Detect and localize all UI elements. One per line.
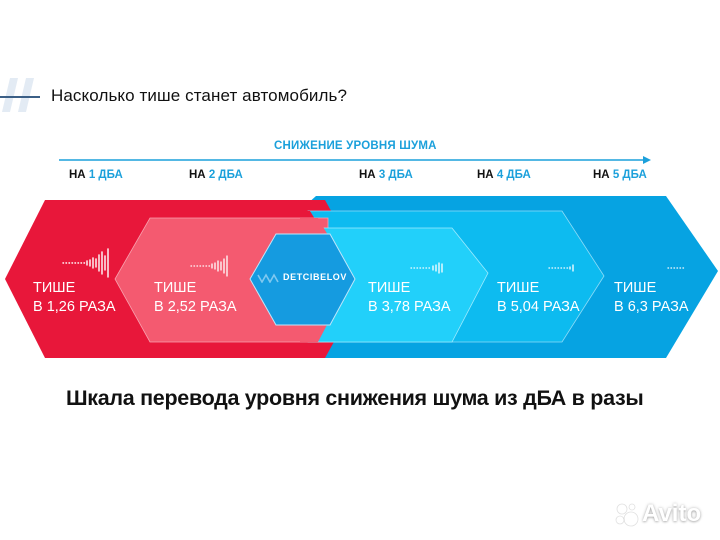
db-level-prefix: НА (359, 169, 376, 181)
avito-logo-icon (615, 503, 639, 527)
step-3-text: ТИШЕ В 3,78 РАЗА (368, 279, 451, 317)
db-level-4: НА 4 ДБА (477, 169, 531, 181)
db-level-2: НА 2 ДБА (189, 169, 243, 181)
step-label: ТИШЕ (614, 280, 657, 296)
step-ratio: В 3,78 РАЗА (368, 299, 451, 315)
scale-arrow-icon (59, 156, 651, 164)
page-title: Насколько тише станет автомобиль? (51, 86, 348, 105)
db-level-prefix: НА (69, 169, 86, 181)
slash-logo-icon (2, 78, 34, 112)
db-level-value: 4 ДБА (496, 169, 531, 181)
sound-wave-icon (548, 264, 574, 272)
db-level-value: 2 ДБА (208, 169, 243, 181)
sound-wave-icon (667, 267, 685, 269)
db-level-value: 5 ДБА (612, 169, 647, 181)
step-label: ТИШЕ (154, 280, 197, 296)
avito-watermark: Avito (642, 500, 702, 527)
step-2-text: ТИШЕ В 2,52 РАЗА (154, 279, 237, 317)
step-label: ТИШЕ (33, 280, 76, 296)
step-1-text: ТИШЕ В 1,26 РАЗА (33, 279, 116, 317)
db-level-5: НА 5 ДБА (593, 169, 647, 181)
db-level-prefix: НА (189, 169, 206, 181)
db-level-prefix: НА (593, 169, 610, 181)
db-level-value: 3 ДБА (378, 169, 413, 181)
db-level-prefix: НА (477, 169, 494, 181)
db-level-3: НА 3 ДБА (359, 169, 413, 181)
step-ratio: В 1,26 РАЗА (33, 299, 116, 315)
scale-label: СНИЖЕНИЕ УРОВНЯ ШУМА (274, 140, 437, 152)
step-5-text: ТИШЕ В 6,3 РАЗА (614, 279, 689, 317)
sound-wave-icon (410, 262, 443, 274)
header-divider-line (0, 96, 40, 98)
sound-wave-icon (62, 248, 109, 278)
step-ratio: В 2,52 РАЗА (154, 299, 237, 315)
db-level-value: 1 ДБА (88, 169, 123, 181)
step-ratio: В 5,04 РАЗА (497, 299, 580, 315)
db-level-1: НА 1 ДБА (69, 169, 123, 181)
step-label: ТИШЕ (368, 280, 411, 296)
step-label: ТИШЕ (497, 280, 540, 296)
diagram-caption: Шкала перевода уровня снижения шума из д… (66, 386, 644, 410)
brand-wave-logo-icon (257, 273, 279, 283)
brand-name: DETCIBELOV (283, 272, 348, 282)
sound-wave-icon (190, 255, 228, 277)
step-ratio: В 6,3 РАЗА (614, 299, 689, 315)
step-4-text: ТИШЕ В 5,04 РАЗА (497, 279, 580, 317)
brand-hexagon (249, 233, 356, 326)
noise-reduction-diagram (5, 196, 718, 358)
